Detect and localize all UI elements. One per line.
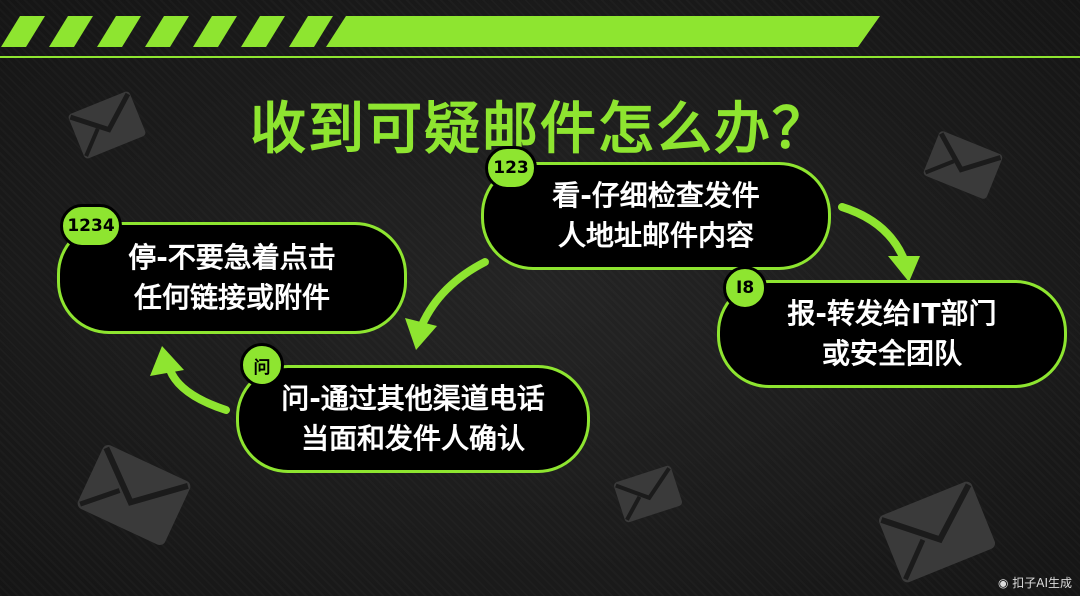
step-see-badge: 123 bbox=[485, 146, 537, 190]
arrow-see-to-report bbox=[838, 203, 909, 266]
step-stop-line1: 停-不要急着点击 bbox=[128, 241, 336, 274]
arrow-ask-to-stop bbox=[166, 366, 230, 414]
step-report-line2: 或安全团队 bbox=[821, 337, 962, 370]
page-title: 收到可疑邮件怎么办？ bbox=[250, 97, 830, 162]
step-ask-node: 问-通过其他渠道电话 当面和发件人确认 bbox=[236, 365, 590, 473]
step-report-node: 报-转发给IT部门 或安全团队 bbox=[717, 280, 1067, 388]
step-report-line1: 报-转发给IT部门 bbox=[787, 297, 997, 330]
arrowhead-see-to-report bbox=[888, 256, 920, 282]
watermark: ◉ 扣子AI生成 bbox=[998, 574, 1072, 591]
envelope-icon bbox=[923, 131, 1003, 199]
envelope-icon bbox=[614, 465, 682, 523]
step-report-badge: I8 bbox=[723, 266, 768, 310]
envelope-icon bbox=[77, 444, 191, 546]
step-ask-line2: 当面和发件人确认 bbox=[300, 422, 525, 455]
envelope-icon bbox=[878, 481, 996, 583]
step-stop-badge: 1234 bbox=[60, 204, 122, 248]
step-see-line1: 看-仔细检查发件 bbox=[552, 179, 760, 212]
step-see-node: 看-仔细检查发件 人地址邮件内容 bbox=[481, 162, 831, 270]
step-ask-line1: 问-通过其他渠道电话 bbox=[281, 382, 545, 415]
top-stripe-band bbox=[0, 16, 1080, 58]
step-stop-line2: 任何链接或附件 bbox=[133, 281, 330, 314]
arrowhead-see-to-ask bbox=[405, 318, 437, 350]
watermark-text: 扣子AI生成 bbox=[1012, 576, 1072, 590]
arrow-see-to-ask bbox=[418, 258, 489, 329]
watermark-icon: ◉ bbox=[997, 576, 1013, 590]
step-see-line2: 人地址邮件内容 bbox=[557, 219, 754, 252]
arrowhead-ask-to-stop bbox=[150, 346, 184, 376]
envelope-icon bbox=[68, 91, 146, 159]
step-ask-badge: 问 bbox=[240, 343, 284, 387]
